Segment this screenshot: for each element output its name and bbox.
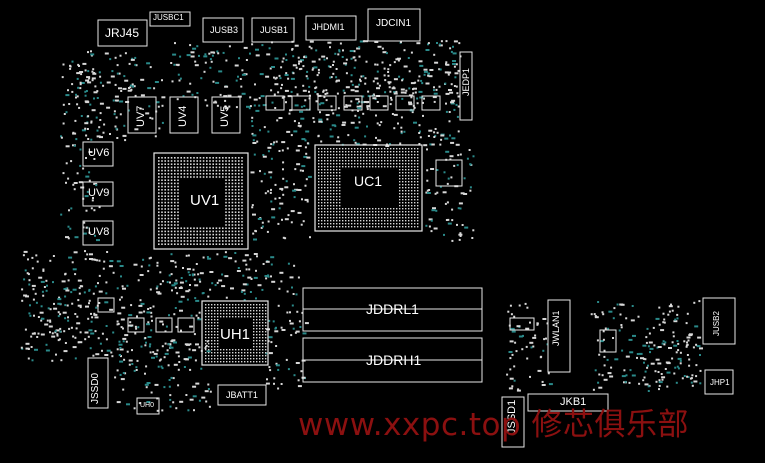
- jkb1-label: JKB1: [560, 396, 587, 408]
- jusbc1-outline: [149, 11, 191, 27]
- small-ic-5: [395, 95, 415, 111]
- jssd1-outline: [501, 396, 525, 448]
- jddrh1-label: JDDRH1: [366, 352, 422, 368]
- pad-cluster-10: [590, 300, 703, 391]
- small-ic-6: [421, 95, 441, 111]
- uv4-label: UV4: [177, 105, 189, 127]
- small-ic-1: [291, 95, 311, 111]
- small-ic-4: [369, 95, 389, 111]
- component-outlines: [82, 8, 736, 448]
- jbatt1-label: JBATT1: [226, 390, 258, 400]
- jrj45-label: JRJ45: [105, 26, 140, 40]
- uh1-balls: [205, 304, 267, 363]
- jhp1-outline: [704, 369, 734, 395]
- pad-cluster-5: [20, 250, 202, 362]
- jrj45-outline: [97, 19, 148, 47]
- uv1-label: UV1: [190, 192, 220, 209]
- jhdmi1-label: JHDMI1: [312, 22, 345, 32]
- jusb2-label: JUSB2: [712, 311, 721, 336]
- uv7-outline: [127, 96, 157, 134]
- small-ic-10: [177, 317, 195, 333]
- small-ic-8: [127, 317, 145, 333]
- uv6-label: UV6: [88, 147, 110, 159]
- uc1-outline: [314, 144, 423, 232]
- watermark: www.xxpc.top 修芯俱乐部: [298, 407, 689, 443]
- jedp1-label: JEDP1: [461, 67, 471, 96]
- uv8-outline: [82, 220, 114, 246]
- uv4-outline: [169, 96, 199, 134]
- small-ic-13: [435, 159, 463, 187]
- uv8-label: UV8: [88, 226, 110, 238]
- small-ic-0: [265, 95, 285, 111]
- uv7-label: UV7: [135, 105, 147, 127]
- pad-cluster-1: [170, 40, 462, 112]
- jssd0-label: JSSD0: [90, 372, 101, 404]
- jedp1-outline: [459, 51, 473, 121]
- uh0-label: UH0: [140, 402, 155, 409]
- jusb1-outline: [251, 17, 295, 43]
- uh1-label: UH1: [220, 326, 251, 343]
- pad-cluster-7: [110, 340, 212, 412]
- uh1-outline: [201, 300, 269, 366]
- small-ic-3: [343, 95, 363, 111]
- uv6-outline: [82, 141, 114, 167]
- jusb3-label: JUSB3: [210, 25, 239, 35]
- jhp1-label: JHP1: [710, 378, 730, 387]
- uv9-outline: [82, 181, 114, 207]
- jusb3-outline: [202, 17, 244, 43]
- uc1-label: UC1: [354, 173, 383, 189]
- jssd0-outline: [87, 357, 109, 409]
- pad-cluster-8: [265, 304, 309, 390]
- uc1-balls: [318, 148, 419, 228]
- small-ic-2: [317, 95, 337, 111]
- small-ic-11: [509, 317, 535, 331]
- jusbc1-label: JUSBC1: [153, 13, 184, 22]
- pad-cluster-4: [250, 142, 312, 241]
- jkb1-outline: [527, 393, 609, 412]
- pad-cluster-2: [251, 95, 460, 147]
- pad-cluster-11: [643, 340, 701, 392]
- uv1-outline: [153, 152, 249, 250]
- uv5-label: UV5: [219, 105, 231, 127]
- jusb1-label: JUSB1: [260, 25, 289, 35]
- bga-grids: [158, 148, 419, 363]
- jlan1-outline: [547, 299, 571, 373]
- small-ic-7: [97, 297, 115, 313]
- uv5-outline: [211, 96, 241, 134]
- jlan1-label: JWLAN1: [551, 310, 561, 346]
- pad-cluster-0: [75, 50, 166, 142]
- jdcin1-outline: [367, 8, 421, 42]
- jhdmi1-outline: [305, 15, 357, 41]
- pad-cluster-6: [170, 251, 300, 302]
- pad-cluster-3: [425, 131, 475, 242]
- uh0-outline: [136, 397, 160, 415]
- jbatt1-outline: [217, 384, 267, 406]
- uv1-balls: [158, 157, 243, 245]
- small-ic-9: [155, 317, 173, 333]
- jddrl1-label: JDDRL1: [366, 301, 419, 317]
- uv9-label: UV9: [88, 187, 110, 199]
- pad-cluster-9: [506, 302, 553, 392]
- jusb2-outline: [702, 297, 736, 345]
- pad-cluster-13: [40, 281, 101, 342]
- small-ic-12: [599, 329, 617, 353]
- pad-cluster-14: [271, 55, 454, 96]
- jdcin1-label: JDCIN1: [376, 18, 412, 29]
